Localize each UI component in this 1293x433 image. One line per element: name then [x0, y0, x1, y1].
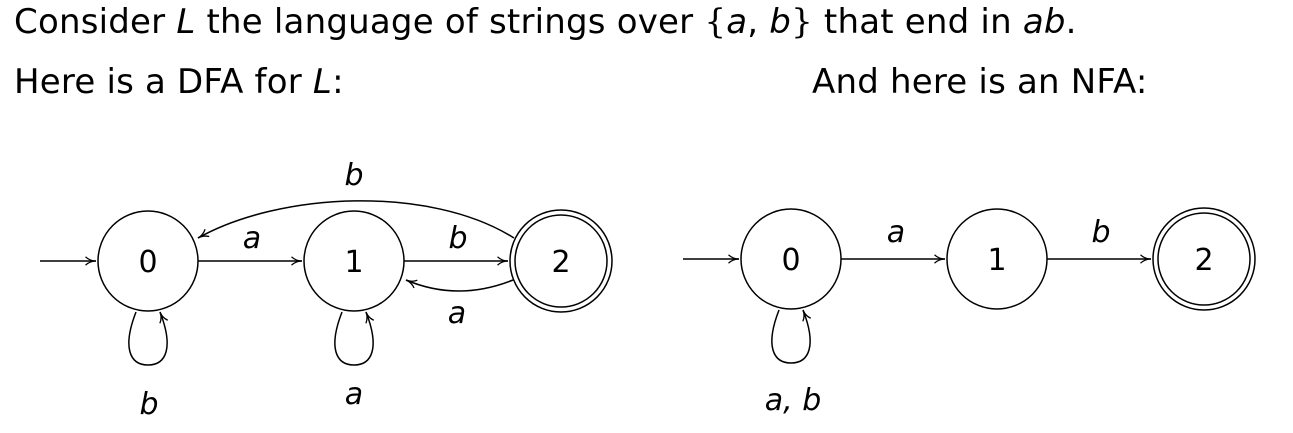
- intro-text: the language of strings over: [195, 2, 705, 42]
- set-brace: {: [704, 2, 727, 42]
- language-symbol: L: [312, 62, 333, 102]
- language-symbol: L: [176, 2, 196, 42]
- nfa-edge-0-1-label: a: [887, 215, 905, 250]
- intro-text: :: [332, 62, 344, 102]
- dfa-edge-2-1-label: a: [448, 296, 466, 331]
- dfa-edge-2-1: [405, 279, 514, 292]
- dfa-loop-1: [334, 311, 375, 366]
- dfa-loop-0-label: b: [139, 387, 158, 422]
- nfa-state-2-label: 2: [1194, 243, 1213, 278]
- set-brace: }: [791, 2, 813, 42]
- nfa-loop-0-label: a, b: [765, 383, 822, 418]
- suffix-ab: ab: [1022, 2, 1066, 42]
- intro-line-3: And here is an NFA:: [812, 62, 1148, 102]
- nfa-edge-1-2-label: b: [1091, 215, 1110, 250]
- intro-text: Consider: [14, 2, 177, 42]
- nfa-heading: And here is an NFA:: [812, 62, 1148, 102]
- dfa-edge-2-0: [197, 200, 515, 239]
- dfa: 0 1 2 a b a b b a: [40, 158, 613, 422]
- dfa-state-0-label: 0: [138, 245, 157, 280]
- intro-line-2: Here is a DFA for L:: [14, 62, 344, 102]
- nfa-state-2-inner: [1157, 212, 1251, 306]
- dfa-state-2-outer: [509, 209, 613, 313]
- dfa-loop-1-label: a: [345, 377, 363, 412]
- intro-text: Here is a DFA for: [14, 62, 313, 102]
- dfa-state-2-inner: [514, 214, 608, 308]
- set-comma: ,: [747, 2, 770, 42]
- nfa: 0 1 2 a b a, b: [683, 207, 1256, 418]
- dfa-loop-0: [128, 311, 169, 366]
- dfa-edge-0-1-label: a: [243, 221, 261, 256]
- intro-text: that end in: [812, 2, 1023, 42]
- nfa-state-2-outer: [1152, 207, 1256, 311]
- symbol-b: b: [769, 2, 792, 42]
- nfa-state-0-label: 0: [781, 243, 800, 278]
- symbol-a: a: [726, 2, 748, 42]
- dfa-edge-1-2-label: b: [448, 221, 467, 256]
- nfa-loop-0: [771, 309, 812, 364]
- intro-line-1: Consider L the language of strings over …: [14, 2, 1077, 42]
- dfa-state-2-label: 2: [551, 245, 570, 280]
- intro-text: .: [1065, 2, 1077, 42]
- dfa-edge-2-0-label: b: [344, 158, 363, 193]
- nfa-state-1-label: 1: [987, 243, 1006, 278]
- dfa-state-1-label: 1: [344, 245, 363, 280]
